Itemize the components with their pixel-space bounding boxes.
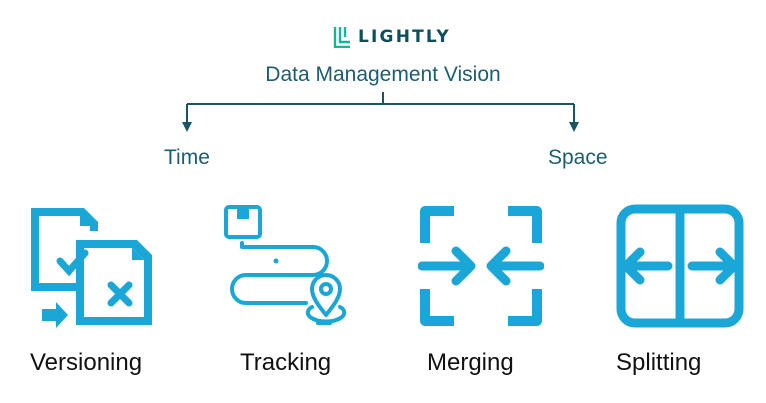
- lightly-logo-icon: [333, 27, 350, 48]
- branch-connector: [182, 92, 579, 132]
- splitting-arrows-icon: [616, 204, 744, 328]
- tracking-route-icon: [224, 205, 347, 325]
- label-tracking: Tracking: [240, 349, 332, 376]
- diagram-title: Data Management Vision: [265, 63, 501, 86]
- merging-arrows-icon: [418, 206, 544, 326]
- branch-label-space: Space: [548, 146, 608, 169]
- versioning-documents-icon: [31, 208, 152, 328]
- label-versioning: Versioning: [30, 349, 143, 376]
- label-merging: Merging: [427, 349, 514, 376]
- arrowhead-left-icon: [182, 122, 192, 132]
- arrowhead-right-icon: [569, 122, 579, 132]
- label-splitting: Splitting: [616, 349, 702, 376]
- lightly-logo: LIGHTLY: [333, 25, 451, 49]
- branch-label-time: Time: [164, 146, 210, 169]
- logo-text: LIGHTLY: [358, 27, 451, 47]
